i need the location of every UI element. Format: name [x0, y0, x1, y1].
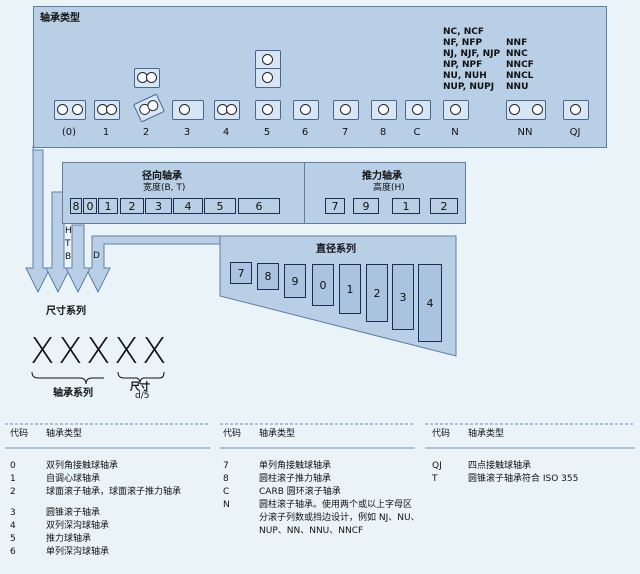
width-box-3: 3 — [145, 198, 172, 214]
size-sub-label: d/5 — [135, 391, 150, 401]
bearing-nn-icon — [506, 100, 546, 120]
diameter-box-3: 3 — [392, 264, 414, 330]
bearing-types-panel — [33, 6, 607, 148]
width-box-6: 6 — [238, 198, 280, 214]
height-box-9: 9 — [353, 198, 379, 214]
code-x-4: X — [114, 331, 139, 372]
types-table-col3: 代码 轴承类型 — [432, 428, 504, 441]
type-label-nn: NN — [517, 127, 533, 138]
d-label: D — [93, 251, 100, 261]
diameter-title: 直径系列 — [316, 244, 356, 255]
height-box-7: 7 — [325, 198, 345, 214]
width-box-5: 5 — [204, 198, 236, 214]
bearing-3-icon — [172, 100, 204, 120]
type-label-0: (0) — [61, 127, 77, 138]
bearing-8-icon — [371, 100, 397, 120]
bearing-n-icon — [443, 100, 469, 120]
table-row — [10, 499, 181, 507]
bearing-4-icon — [214, 100, 240, 120]
table-header: 代码 轴承类型 — [432, 429, 505, 439]
diameter-box-2: 2 — [366, 264, 388, 322]
type-label-7: 7 — [341, 127, 349, 138]
height-box-1: 1 — [392, 198, 420, 214]
types-table-col1: 代码 轴承类型 — [10, 428, 82, 441]
table-row: 分滚子列数或挡边设计，例如 NJ、NU、 — [259, 513, 420, 523]
diameter-box-9: 9 — [284, 264, 306, 298]
type-label-5: 5 — [263, 127, 271, 138]
width-box-1: 1 — [98, 198, 118, 214]
diameter-box-7: 7 — [230, 262, 252, 284]
type-label-2: 2 — [142, 127, 150, 138]
diameter-box-1: 1 — [339, 264, 361, 314]
nn-letters: NNF NNC NNCF NNCL NNU — [506, 38, 534, 92]
type-label-1: 1 — [102, 127, 110, 138]
bearing-c-icon — [405, 100, 431, 120]
width-box-2: 2 — [120, 198, 144, 214]
htb-labels: H T B — [65, 226, 72, 262]
code-x-3: X — [86, 331, 111, 372]
thrust-title: 推力轴承 — [362, 171, 402, 182]
n-letters: NC, NCF NF, NFP NJ, NJF, NJP NP, NPF NU,… — [443, 27, 501, 92]
code-x-5: X — [142, 331, 167, 372]
bearing-1-icon — [94, 100, 120, 120]
table-header: 代码 轴承类型 — [223, 429, 296, 439]
table-header: 代码 轴承类型 — [10, 429, 83, 439]
bearing-6-icon — [293, 100, 319, 120]
thrust-subtitle: 高度(H) — [373, 183, 405, 193]
bearing-0-icon — [54, 100, 86, 120]
diameter-box-4: 4 — [418, 264, 442, 342]
radial-title: 径向轴承 — [142, 171, 182, 182]
type-label-n: N — [451, 127, 459, 138]
bearing-types-title: 轴承类型 — [40, 13, 80, 24]
size-label: 尺寸 — [130, 382, 150, 393]
width-box-8: 8 — [70, 198, 82, 214]
width-box-4: 4 — [173, 198, 203, 214]
table-row: NUP、NN、NNU、NNCF — [259, 526, 364, 536]
type-label-qj: QJ — [569, 127, 581, 138]
bearing-5b-icon — [255, 68, 281, 88]
code-x-1: X — [30, 331, 55, 372]
type-label-3: 3 — [183, 127, 191, 138]
bearing-7-icon — [333, 100, 359, 120]
type-label-4: 4 — [222, 127, 230, 138]
type-label-c: C — [413, 127, 421, 138]
bearing-series-label: 轴承系列 — [53, 388, 93, 399]
width-box-0: 0 — [83, 198, 97, 214]
types-table-col2: 代码 轴承类型 — [223, 428, 295, 441]
height-box-2: 2 — [430, 198, 458, 214]
size-series-label: 尺寸系列 — [46, 306, 86, 317]
radial-subtitle: 宽度(B, T) — [143, 183, 186, 193]
type-label-6: 6 — [301, 127, 309, 138]
diameter-box-8: 8 — [257, 263, 279, 290]
bearing-2a-icon — [134, 68, 160, 88]
bearing-5c-icon — [255, 100, 281, 120]
type-label-8: 8 — [379, 127, 387, 138]
bearing-qj-icon — [563, 100, 589, 120]
code-x-2: X — [58, 331, 83, 372]
diameter-box-0: 0 — [312, 264, 334, 306]
